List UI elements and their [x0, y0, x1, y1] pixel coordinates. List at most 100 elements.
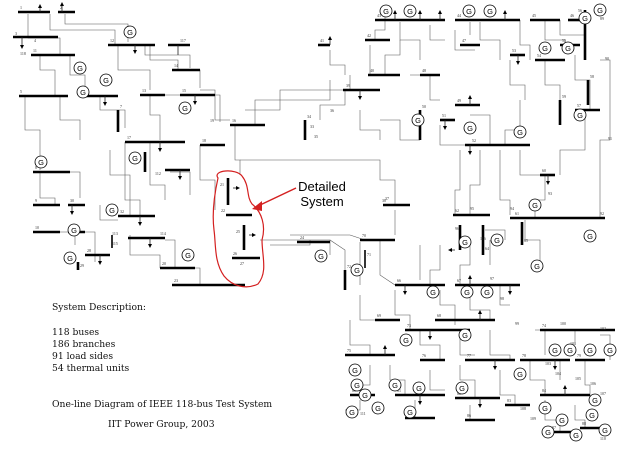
generator-label: G — [587, 346, 593, 355]
generator-symbol: G — [178, 101, 192, 115]
generator-symbol: G — [460, 285, 474, 299]
bus-number-label: 18 — [202, 138, 206, 143]
generator-symbol: G — [513, 367, 527, 381]
generator-label: G — [542, 404, 548, 413]
bus-number-label: 51 — [442, 113, 446, 118]
generator-symbol: G — [490, 233, 504, 247]
generator-symbol: G — [123, 25, 137, 39]
generator-label: G — [71, 226, 77, 235]
generator-label: G — [517, 370, 523, 379]
bus-number-label: 52 — [472, 138, 476, 143]
generator-symbol: G — [555, 413, 569, 427]
bus-number-label: 13 — [142, 88, 146, 93]
bus-number-label: 20 — [162, 261, 166, 266]
bus-number-label: 47 — [462, 38, 466, 43]
generator-label: G — [517, 128, 523, 137]
generator-label: G — [545, 428, 551, 437]
bus-number-label: 14 — [174, 63, 178, 68]
bus-number-label: 68 — [437, 313, 441, 318]
bus-number-label: 106 — [590, 381, 596, 386]
bus-number-label: 17 — [127, 135, 131, 140]
generator-symbol: G — [371, 401, 385, 415]
bus-number-label: 81 — [397, 388, 401, 393]
generator-symbol: G — [583, 229, 597, 243]
bus-number-label: 111 — [360, 411, 366, 416]
generator-label: G — [109, 206, 115, 215]
generator-symbol: G — [538, 41, 552, 55]
generator-label: G — [602, 426, 608, 435]
bus-number-label: 24 — [300, 235, 304, 240]
bus-number-label: 61 — [515, 211, 519, 216]
bus-number-label: 4 — [34, 38, 36, 43]
generator-label: G — [484, 288, 490, 297]
generator-label: G — [354, 266, 360, 275]
generator-symbol: G — [34, 155, 48, 169]
bus-number-label: 59 — [562, 94, 566, 99]
generator-label: G — [77, 64, 83, 73]
bus-number-label: 21 — [220, 182, 224, 187]
bus-number-label: 72 — [347, 264, 351, 269]
bus-number-label: 44 — [457, 13, 461, 18]
generator-symbol: G — [403, 405, 417, 419]
description-item: 91 load sides — [52, 351, 114, 362]
generator-symbol: G — [181, 248, 195, 262]
bus-number-label: 77 — [467, 353, 471, 358]
generator-symbol: G — [345, 405, 359, 419]
bus-number-label: 94 — [510, 206, 514, 211]
bus-number-label: 12 — [110, 38, 114, 43]
generator-label: G — [38, 158, 44, 167]
bus-number-label: 83 — [507, 398, 511, 403]
bus-number-label: 78 — [522, 353, 526, 358]
detailed-system-outline — [212, 170, 265, 288]
description-item: 54 thermal units — [52, 363, 130, 374]
description-item: 118 buses — [52, 327, 100, 338]
bus-number-label: 9 — [35, 198, 37, 203]
generator-label: G — [542, 44, 548, 53]
detailed-system-callout: Detailed System — [212, 170, 346, 288]
bus-number-label: 34 — [307, 114, 311, 119]
bus-number-label: 40 — [370, 68, 374, 73]
bus-number-label: 39 — [346, 83, 350, 88]
diagram-credit: IIT Power Group, 2003 — [108, 419, 215, 430]
bus-number-label: 112 — [155, 171, 161, 176]
generator-label: G — [67, 254, 73, 263]
bus-number-label: 101 — [570, 341, 576, 346]
bus-number-label: 41 — [320, 38, 324, 43]
bus-number-label: 115 — [112, 241, 118, 246]
bus-number-label: 16 — [232, 118, 236, 123]
generator-symbol: G — [403, 4, 417, 18]
generator-label: G — [577, 111, 583, 120]
generator-symbol: G — [513, 125, 527, 139]
bus-number-label: 15 — [182, 88, 186, 93]
generator-label: G — [383, 7, 389, 16]
bus-number-label: 57 — [577, 103, 581, 108]
diagram-caption: One-line Diagram of IEEE 118-bus Test Sy… — [52, 399, 273, 410]
generator-symbol: G — [462, 4, 476, 18]
generator-symbol: G — [578, 11, 592, 25]
generator-symbol: G — [588, 393, 602, 407]
generator-label: G — [459, 384, 465, 393]
bus-number-label: 84 — [542, 388, 546, 393]
generator-label: G — [552, 346, 558, 355]
generator-symbol: G — [458, 235, 472, 249]
bus-number-label: 95 — [470, 206, 474, 211]
bus-number-label: 36 — [330, 108, 334, 113]
generator-label: G — [559, 416, 565, 425]
bus-number-label: 99 — [515, 321, 519, 326]
bus-number-label: 118 — [20, 51, 26, 56]
generator-label: G — [403, 336, 409, 345]
bus-number-label: 42 — [367, 33, 371, 38]
bus-number-label: 98 — [500, 296, 504, 301]
generator-label: G — [415, 116, 421, 125]
generator-label: G — [362, 391, 368, 400]
generator-symbol: G — [463, 121, 477, 135]
generator-symbol: G — [105, 203, 119, 217]
generator-symbol: G — [563, 343, 577, 357]
generator-label: G — [464, 288, 470, 297]
bus-number-label: 92 — [600, 211, 604, 216]
bus-number-label: 53 — [512, 48, 516, 53]
generator-label: G — [466, 7, 472, 16]
bus-number-label: 75 — [347, 348, 351, 353]
bus-number-label: 104 — [555, 371, 561, 376]
generator-label: G — [80, 88, 86, 97]
